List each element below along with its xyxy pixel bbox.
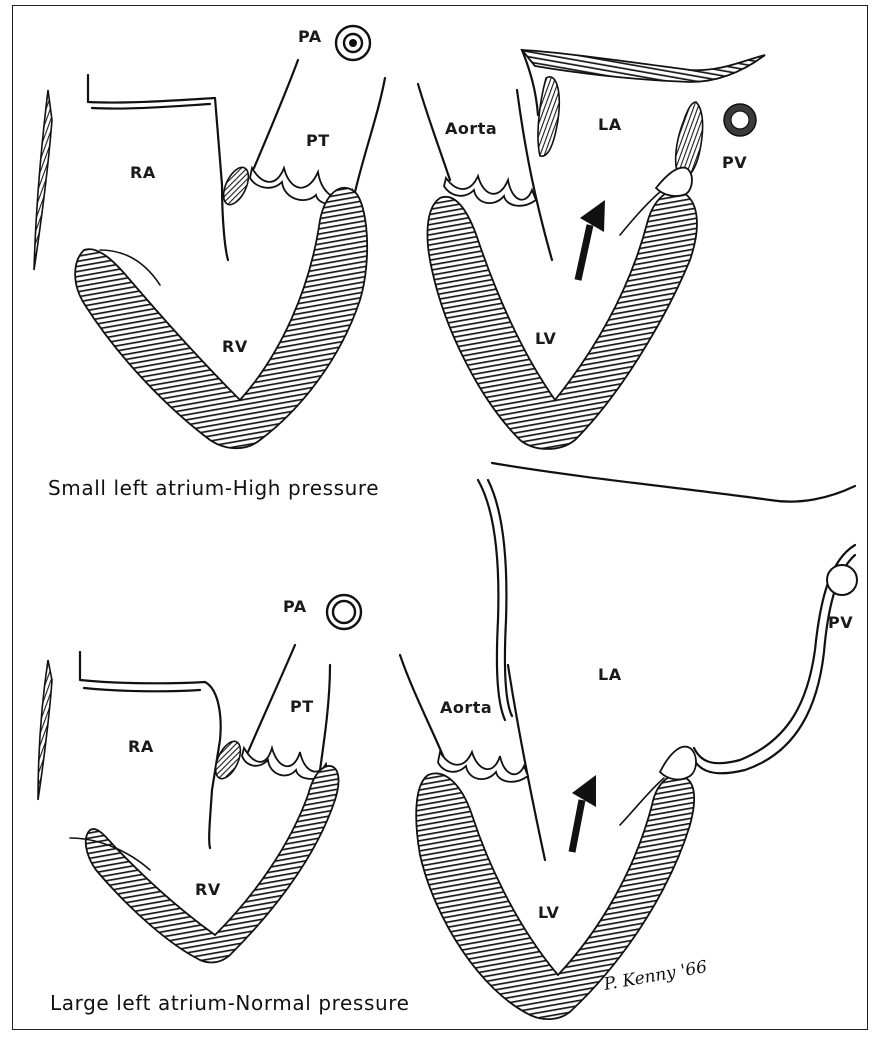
top-mitral-leaflet xyxy=(656,168,692,196)
bottom-caption: Large left atrium-Normal pressure xyxy=(50,991,410,1015)
bottom-ra-outer-wall xyxy=(38,660,52,800)
top-ra-wall xyxy=(88,75,228,260)
bottom-label-ra: RA xyxy=(128,737,154,756)
bottom-label-pv: PV xyxy=(828,613,853,632)
top-label-pt: PT xyxy=(306,131,330,150)
bottom-label-pa: PA xyxy=(283,597,307,616)
bottom-aorta-right-wall xyxy=(508,665,545,860)
top-pt-left-wall xyxy=(254,60,298,168)
top-label-aorta: Aorta xyxy=(445,119,497,138)
top-label-pv: PV xyxy=(722,153,747,172)
top-caption: Small left atrium-High pressure xyxy=(48,476,379,500)
bottom-la-roof xyxy=(492,463,855,502)
bottom-label-la: LA xyxy=(598,665,622,684)
artist-signature: P. Kenny '66 xyxy=(601,957,708,995)
top-tricuspid-leaflet xyxy=(218,164,253,209)
top-flow-arrow-icon xyxy=(578,200,605,280)
top-ra-outer-wall xyxy=(34,90,52,270)
top-panel: PA PT RA RV Aorta LA PV LV Small left at… xyxy=(34,26,765,500)
top-label-pa: PA xyxy=(298,27,322,46)
bottom-pv-symbol-icon xyxy=(827,565,857,595)
top-pv-symbol-icon xyxy=(724,104,756,136)
bottom-ra-wall-inner xyxy=(84,688,200,691)
top-la-roof xyxy=(522,50,765,82)
bottom-pt-right-wall xyxy=(320,665,330,770)
top-ra-wall-inner xyxy=(92,104,210,109)
bottom-la-left-wall xyxy=(478,480,505,720)
top-lv-wall xyxy=(427,191,697,449)
bottom-mitral-leaflet xyxy=(660,747,696,780)
bottom-aortic-valve xyxy=(438,752,528,782)
bottom-panel: PA PT RA RV Aorta LA PV LV Large left at… xyxy=(38,463,857,1019)
bottom-aorta-left-wall xyxy=(400,655,444,758)
bottom-label-rv: RV xyxy=(195,880,221,899)
top-pa-symbol-icon xyxy=(336,26,370,60)
bottom-pulmonary-valve xyxy=(242,748,328,779)
top-rv-wall xyxy=(75,188,367,448)
top-label-lv: LV xyxy=(535,329,556,348)
bottom-pt-left-wall xyxy=(248,645,295,752)
bottom-label-aorta: Aorta xyxy=(440,698,492,717)
top-label-ra: RA xyxy=(130,163,156,182)
top-septum xyxy=(538,77,559,156)
bottom-label-pt: PT xyxy=(290,697,314,716)
bottom-pa-symbol-icon xyxy=(327,595,361,629)
top-label-la: LA xyxy=(598,115,622,134)
top-pt-right-wall xyxy=(355,78,385,192)
bottom-flow-arrow-icon xyxy=(572,775,596,852)
bottom-label-lv: LV xyxy=(538,903,559,922)
top-label-rv: RV xyxy=(222,337,248,356)
